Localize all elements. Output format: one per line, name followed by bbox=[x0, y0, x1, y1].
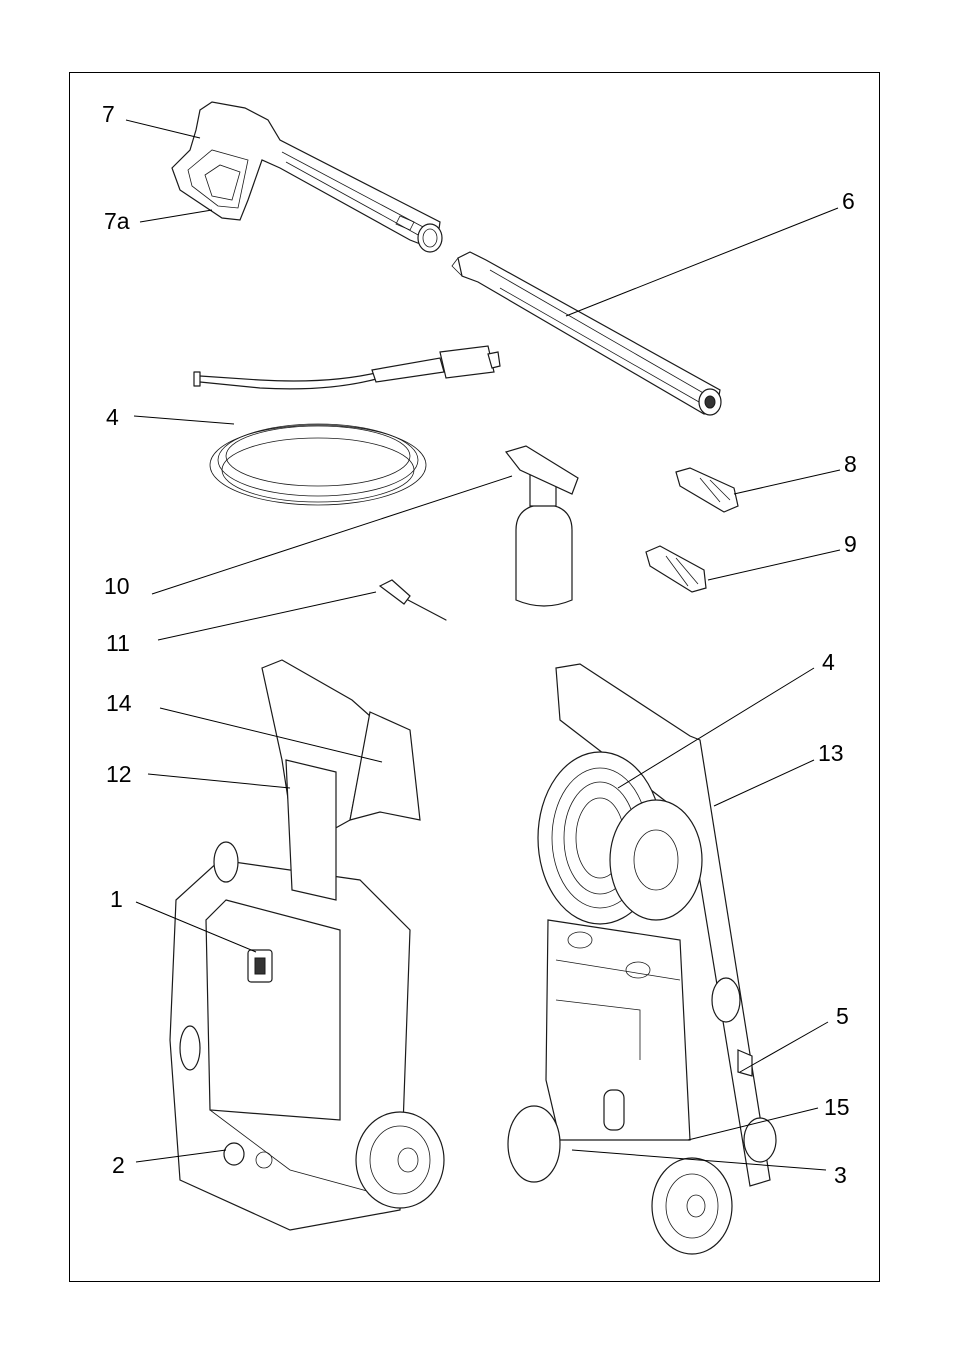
callout-7: 7 bbox=[102, 103, 115, 126]
spray-gun bbox=[172, 102, 442, 252]
callout-1: 1 bbox=[110, 888, 123, 911]
callout-11: 11 bbox=[106, 632, 130, 655]
cleaning-needle bbox=[380, 580, 446, 620]
foam-bottle bbox=[506, 446, 578, 606]
callout-2: 2 bbox=[112, 1154, 125, 1177]
pressure-washer-rear bbox=[508, 664, 776, 1254]
callout-13: 13 bbox=[818, 742, 844, 765]
pressure-washer-front bbox=[170, 660, 444, 1230]
callout-9: 9 bbox=[844, 533, 857, 556]
callout-15: 15 bbox=[824, 1096, 850, 1119]
high-pressure-hose bbox=[194, 346, 500, 505]
callout-3: 3 bbox=[834, 1164, 847, 1187]
callout-4-reel: 4 bbox=[822, 651, 835, 674]
callout-6: 6 bbox=[842, 190, 855, 213]
nozzle-8 bbox=[676, 468, 738, 512]
nozzle-9 bbox=[646, 546, 706, 592]
callout-4: 4 bbox=[106, 406, 119, 429]
callout-7a: 7a bbox=[104, 210, 130, 233]
callout-8: 8 bbox=[844, 453, 857, 476]
callout-12: 12 bbox=[106, 763, 132, 786]
callout-10: 10 bbox=[104, 575, 130, 598]
callout-14: 14 bbox=[106, 692, 132, 715]
callout-5: 5 bbox=[836, 1005, 849, 1028]
spray-lance bbox=[452, 252, 721, 415]
